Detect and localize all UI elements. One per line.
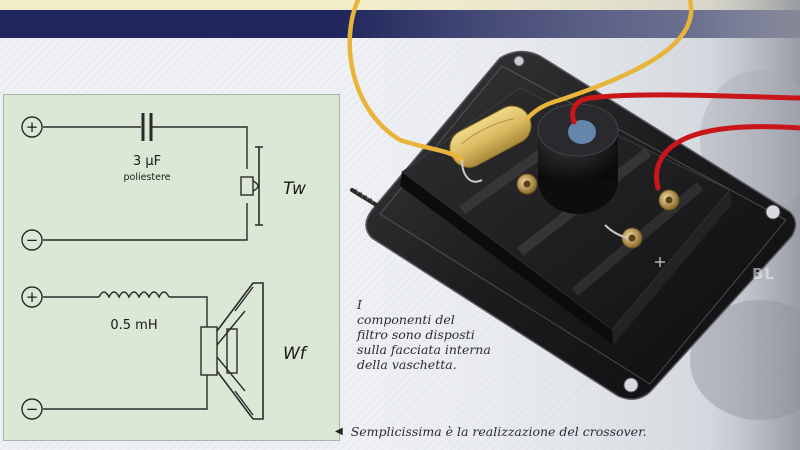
mounting-hole (513, 55, 525, 67)
inner-box-side (400, 172, 612, 344)
capacitor-type: poliestere (123, 172, 170, 183)
caption-line: I (357, 297, 362, 312)
tw-minus-terminal (21, 229, 43, 251)
lead-wire (461, 159, 483, 183)
woofer-label: Wf (283, 344, 309, 364)
screw-thread (355, 188, 374, 204)
crossover-photo (338, 0, 800, 450)
tw-wire-top (152, 126, 248, 169)
schematic-panel: + − + − 3 µF poliestere 0.5 mH Tw Wf (3, 94, 340, 441)
wf-plus-symbol: + (26, 288, 39, 306)
red-wire (570, 92, 800, 125)
edge-text: BL (752, 265, 775, 283)
crossover-schematic: + − + − 3 µF poliestere 0.5 mH Tw Wf (21, 113, 309, 420)
wf-minus-terminal (21, 398, 43, 420)
terminal-screw-center (628, 234, 636, 242)
caption-line: filtro sono disposti (357, 327, 475, 342)
woofer-cone (216, 282, 264, 420)
mounting-hole (765, 204, 781, 220)
caption-line: sulla facciata interna (357, 342, 491, 357)
yellow-wire (347, 0, 465, 163)
terminal-screw-center (665, 196, 673, 204)
wf-wire-bottom (43, 375, 208, 410)
schematic-caption-text: Semplicissima è la realizzazione del cro… (350, 424, 647, 439)
wf-wire-top (169, 296, 208, 327)
woofer-cone-detail (234, 286, 254, 416)
plus-mark (655, 257, 665, 267)
woofer-coil (226, 328, 238, 374)
tw-plus-symbol: + (26, 118, 39, 136)
tweeter-magnet (240, 176, 254, 196)
tw-plus-terminal (21, 116, 43, 138)
yellow-wire (525, 0, 694, 121)
photo-caption: I componenti del filtro sono disposti su… (357, 297, 507, 372)
photo-shadow-shape (690, 300, 800, 420)
left-arrow-icon: ◀ (335, 426, 343, 437)
wf-minus-symbol: − (26, 400, 39, 418)
tw-wire-bottom (43, 203, 248, 241)
screw (350, 188, 380, 208)
capacitor-value: 3 µF (133, 154, 161, 169)
caption-line: componenti del (357, 312, 455, 327)
tweeter-face (255, 146, 263, 226)
terminal-screw-center (523, 180, 531, 188)
tw-minus-symbol: − (26, 231, 39, 249)
tweeter-dome (252, 180, 259, 192)
inductor-value: 0.5 mH (110, 318, 157, 333)
tweeter-label: Tw (283, 179, 306, 199)
wf-plus-terminal (21, 286, 43, 308)
woofer-cone-detail (216, 310, 246, 392)
inductor-coil (98, 291, 170, 299)
schematic-caption: ◀ Semplicissima è la realizzazione del c… (335, 424, 647, 439)
mounting-hole (623, 377, 639, 393)
red-wire (654, 124, 800, 191)
caption-line: della vaschetta. (357, 357, 457, 372)
lead-wire (604, 224, 629, 239)
plate-rim (379, 65, 787, 385)
woofer-magnet (200, 326, 218, 376)
inductor-reflection (568, 120, 596, 144)
inner-box-side (612, 190, 732, 344)
